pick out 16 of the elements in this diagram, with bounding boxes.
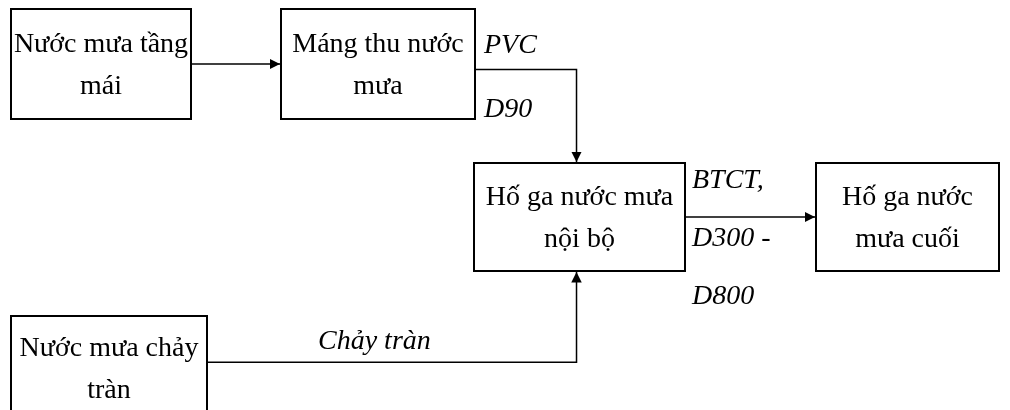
process-box xyxy=(10,8,192,120)
edge-label: BTCT, D300 - D800 xyxy=(692,162,772,312)
node-label: Nước mưa tầng mái xyxy=(12,26,190,102)
edge-label: PVC D90 xyxy=(484,27,538,125)
process-box xyxy=(815,162,1000,272)
arrow xyxy=(191,58,281,70)
process-box xyxy=(10,315,208,410)
node-label: Hố ga nước mưa nội bộ xyxy=(484,179,675,255)
node-label: Máng thu nước mưa xyxy=(291,26,465,102)
process-box xyxy=(280,8,476,120)
process-box xyxy=(473,162,686,272)
arrow xyxy=(207,271,582,363)
node-label: Hố ga nước mưa cuối xyxy=(840,179,975,255)
node-label: Nước mưa chảy tràn xyxy=(18,329,200,406)
arrow xyxy=(685,211,816,223)
arrow xyxy=(475,68,582,163)
